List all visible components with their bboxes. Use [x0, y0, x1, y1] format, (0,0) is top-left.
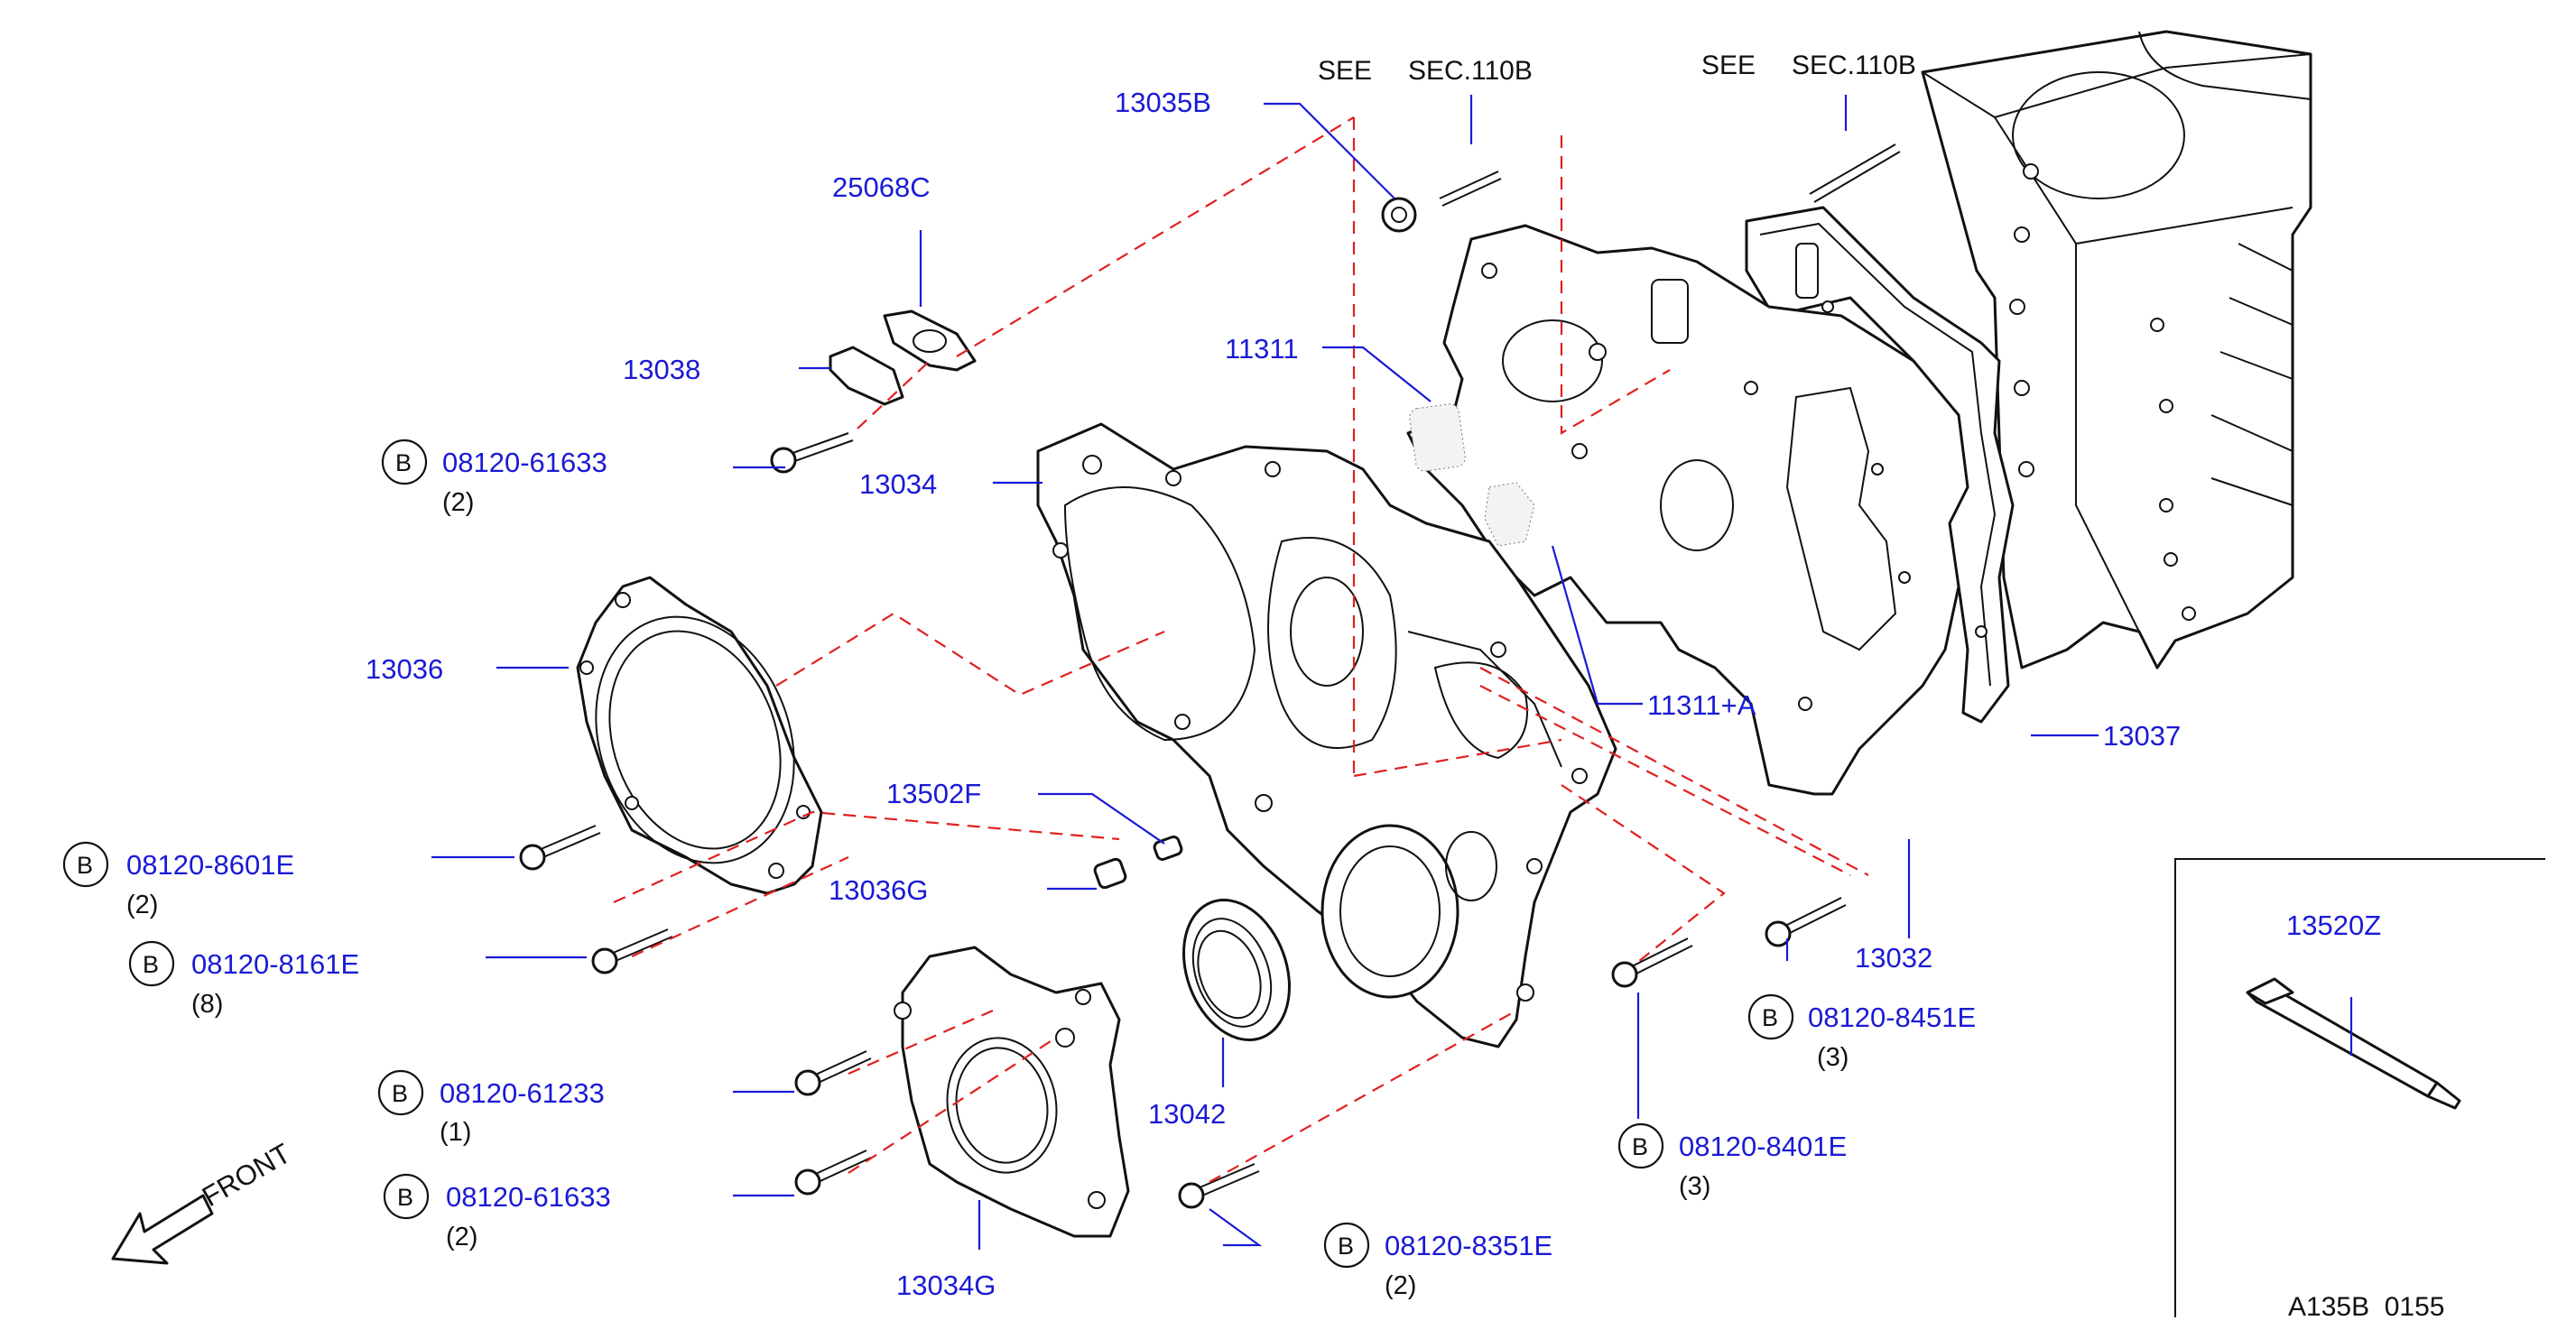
bolt-part-label[interactable]: 08120-8351E: [1385, 1230, 1552, 1261]
bolt-part-label[interactable]: 08120-61633: [442, 447, 607, 478]
front-label: FRONT: [197, 1137, 296, 1213]
bolt-qty-label: (2): [1385, 1271, 1416, 1300]
engine-block-drawing: [1921, 30, 2312, 670]
bolt-part-label[interactable]: 08120-61233: [440, 1077, 605, 1109]
oil-seal-13042-drawing: [1182, 899, 1291, 1041]
see-section-2: SEC.110B: [1792, 51, 1916, 80]
label-13038[interactable]: 13038: [623, 354, 700, 385]
stud-drawing: [1439, 143, 1901, 207]
bolt-part-label[interactable]: 08120-8601E: [126, 849, 294, 881]
see-label-1: SEE: [1318, 56, 1372, 86]
detail-frame: [2174, 858, 2545, 1317]
front-cover-13034-drawing: [1036, 422, 1617, 1048]
bolt-qty-label: (2): [442, 488, 474, 517]
badge-circle-icon: [1747, 993, 1794, 1040]
label-13042[interactable]: 13042: [1148, 1098, 1226, 1130]
dowel-13036g-drawing: [1093, 857, 1127, 890]
label-13036G[interactable]: 13036G: [829, 874, 928, 906]
label-13035B[interactable]: 13035B: [1115, 87, 1211, 118]
badge-circle-icon: [383, 1173, 430, 1220]
badge-label: B: [392, 1080, 408, 1107]
bolt-qty-label: (3): [1817, 1043, 1849, 1072]
bolt-qty-label: (3): [1679, 1172, 1710, 1201]
sealant-tube-13520z-drawing: [2246, 977, 2461, 1110]
label-11311A[interactable]: 11311+A: [1647, 689, 1756, 721]
bolt-qty-label: (2): [126, 891, 158, 919]
badge-circle-icon: [1323, 1222, 1370, 1269]
label-25068C[interactable]: 25068C: [832, 171, 931, 203]
leader-lines: [431, 95, 2353, 1250]
gasket-11311-drawing: [1409, 403, 1466, 472]
badge-label: B: [143, 951, 159, 978]
bolt-part-label[interactable]: 08120-8401E: [1679, 1131, 1847, 1162]
bolt-qty-label: (1): [440, 1118, 471, 1147]
bolt-part-label[interactable]: 08120-61633: [446, 1181, 611, 1213]
badge-circle-icon: [62, 841, 109, 888]
badge-label: B: [77, 852, 93, 879]
label-11311[interactable]: 11311: [1225, 333, 1299, 365]
bolt-qty-label: (2): [446, 1223, 477, 1251]
assembly-lines: [613, 116, 1869, 1183]
plate-13038-drawing: [829, 346, 904, 406]
badge-label: B: [397, 1184, 413, 1211]
badge-circle-icon: [381, 439, 428, 485]
badge-circle-icon: [1617, 1122, 1664, 1169]
label-13034G[interactable]: 13034G: [896, 1270, 996, 1301]
nut-13035b-drawing: [1381, 197, 1417, 233]
gasket-11311a-drawing: [1484, 482, 1535, 547]
gasket-25068c-drawing: [883, 309, 977, 372]
badge-label: B: [395, 449, 412, 476]
front-arrow-icon: [111, 1194, 214, 1265]
figure-code: A135B 0155: [2288, 1292, 2444, 1322]
badge-circle-icon: [128, 940, 175, 987]
cover-13034g-drawing: [894, 946, 1130, 1238]
label-13032[interactable]: 13032: [1855, 942, 1932, 974]
badge-label: B: [1338, 1233, 1354, 1260]
bolt-qty-label: (8): [191, 990, 223, 1019]
bolt-part-label[interactable]: 08120-8161E: [191, 948, 359, 980]
badge-label: B: [1632, 1133, 1648, 1160]
label-13036[interactable]: 13036: [366, 653, 443, 685]
badge-label: B: [1762, 1004, 1778, 1031]
label-13502F[interactable]: 13502F: [886, 778, 981, 809]
bolt-drawings: [519, 432, 1847, 1209]
bolt-part-label[interactable]: 08120-8451E: [1808, 1002, 1976, 1033]
badge-circle-icon: [377, 1069, 424, 1116]
label-13037[interactable]: 13037: [2103, 720, 2181, 752]
see-section-1: SEC.110B: [1408, 56, 1533, 86]
see-label-2: SEE: [1701, 51, 1756, 80]
label-13520Z[interactable]: 13520Z: [2286, 910, 2381, 941]
label-13034[interactable]: 13034: [859, 468, 937, 500]
retainer-13036-drawing: [576, 576, 823, 895]
